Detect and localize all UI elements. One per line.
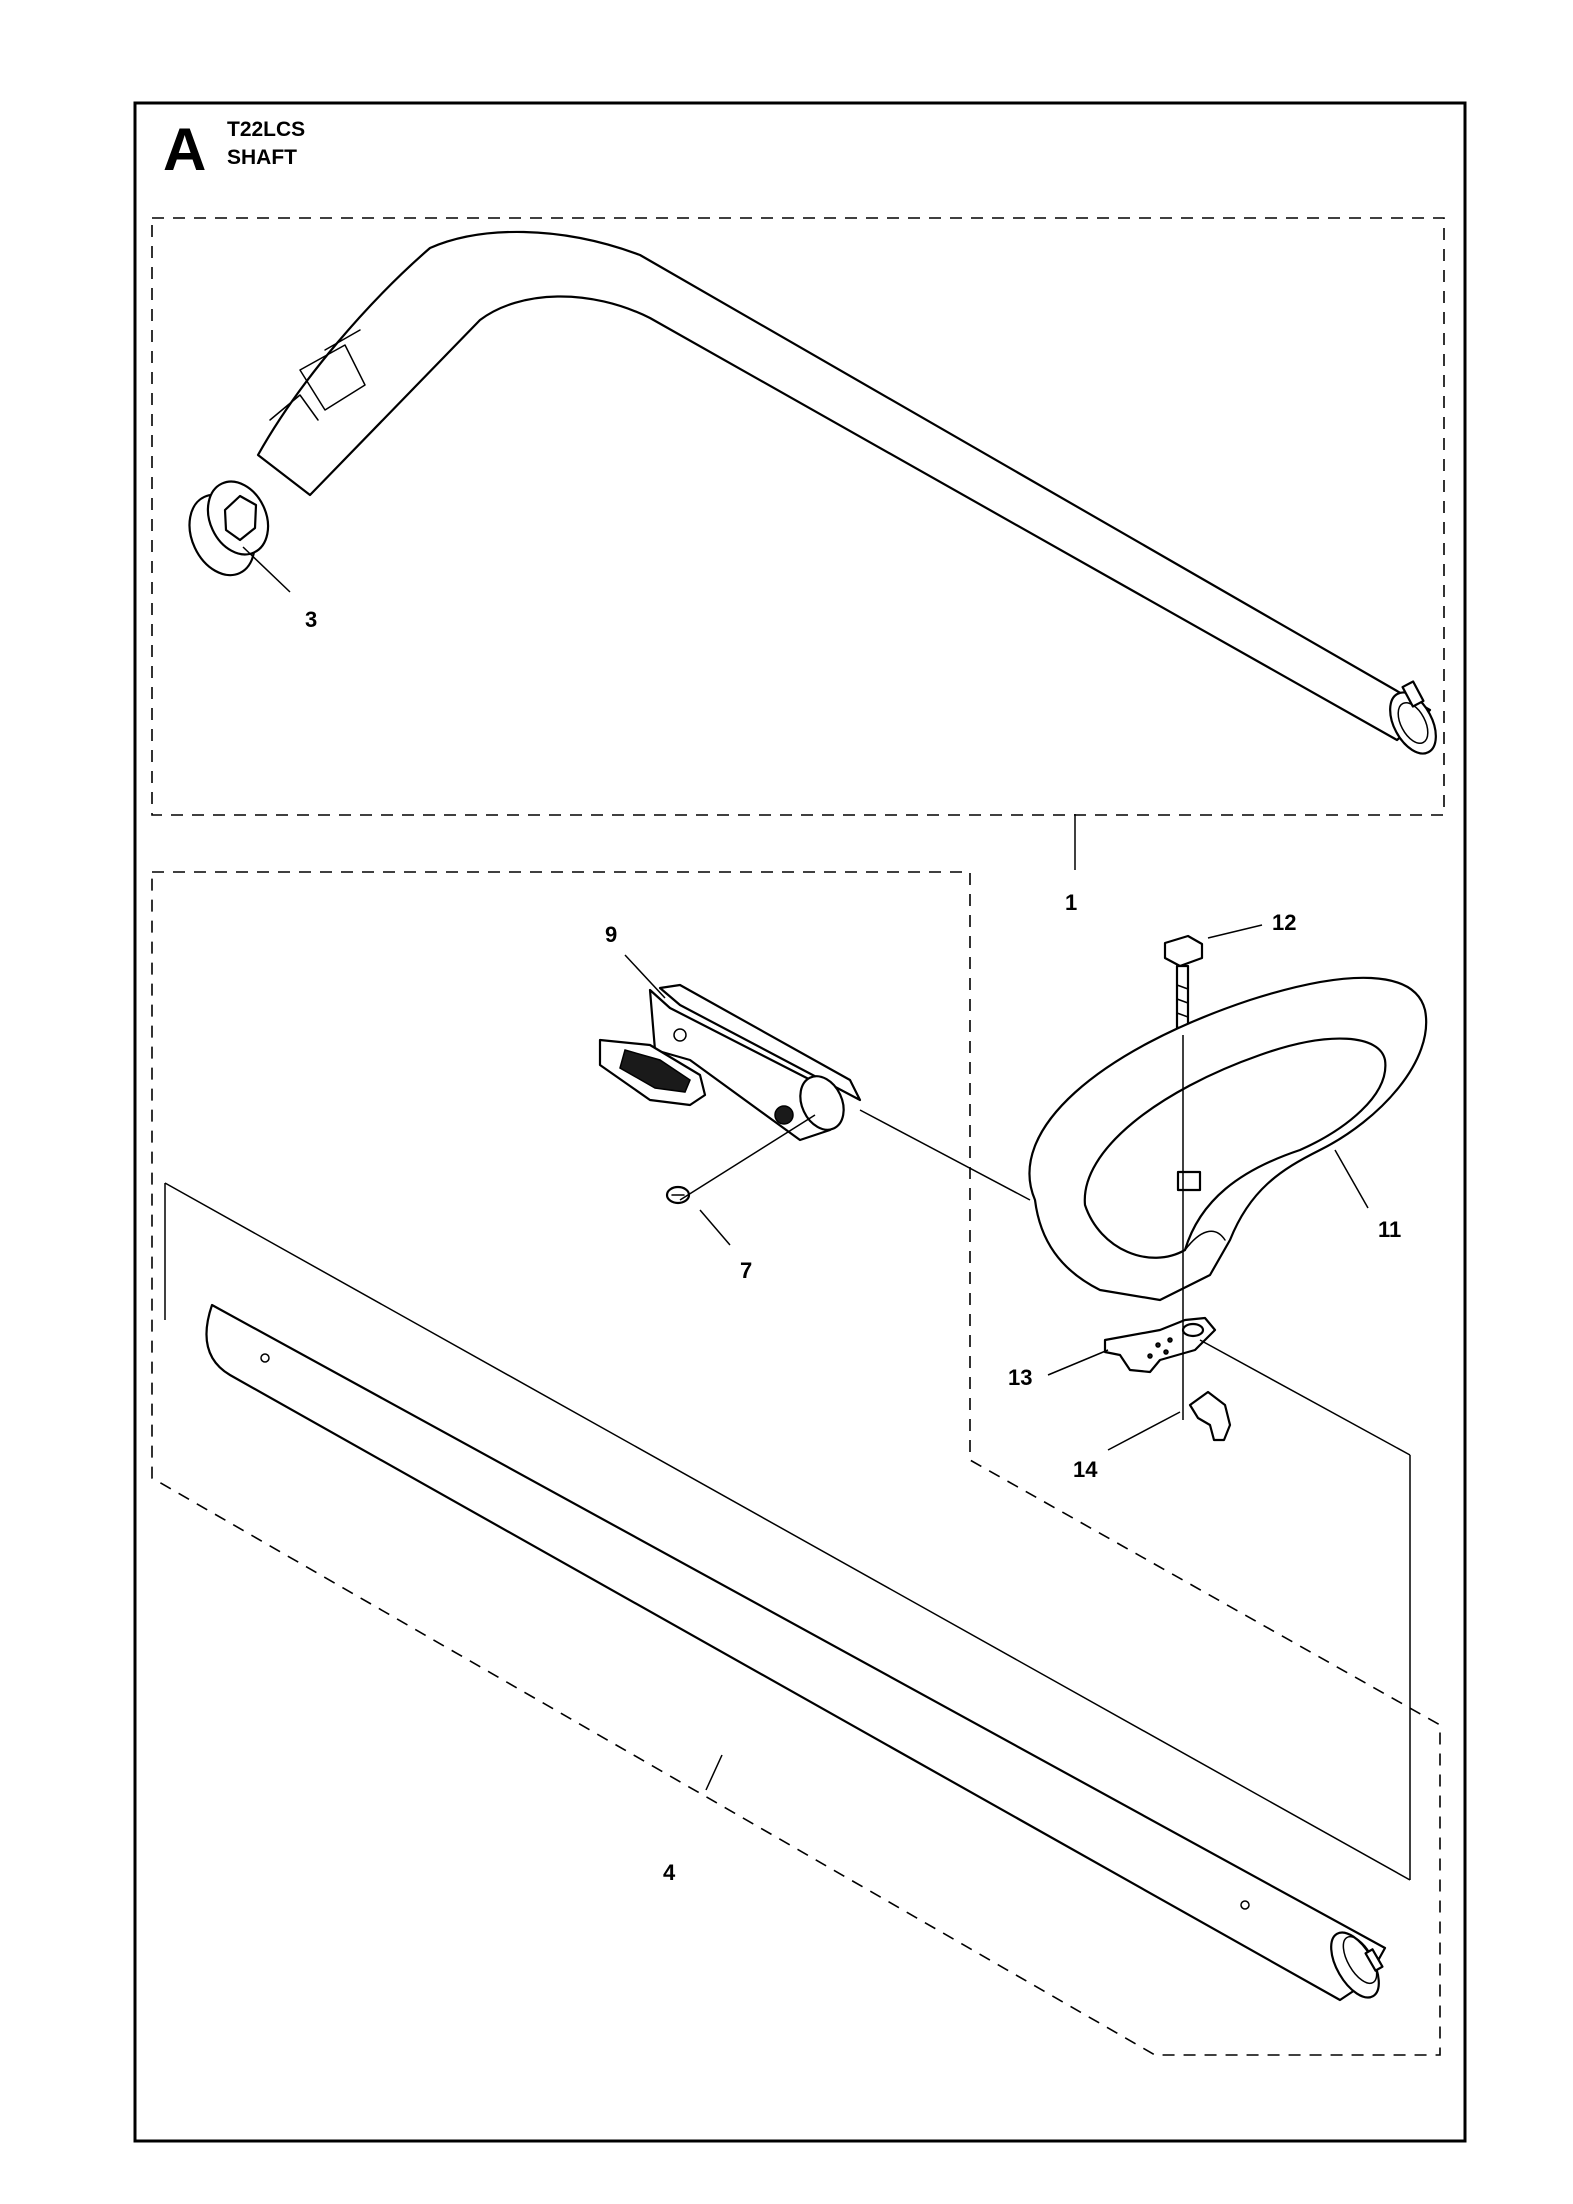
callout-9: 9 [605,922,617,947]
part-loop-handle [1028,976,1428,1302]
model-name: T22LCS [227,118,305,141]
part-lower-shaft [205,1303,1387,2002]
lower-shaft-group-box [151,871,1441,2056]
assembly-guides [164,1035,1411,1881]
section-title: SHAFT [227,146,297,169]
page-border [133,101,1467,2143]
part-bracket [1103,1316,1217,1374]
callout-1: 1 [1065,890,1077,915]
section-letter: A [163,116,206,183]
part-wing-nut [1188,1390,1232,1442]
part-upper-shaft [256,230,1437,755]
leader-lines [242,546,1369,1791]
callout-4: 4 [663,1860,676,1885]
part-collar-nut [188,480,270,577]
callout-11: 11 [1378,1217,1401,1242]
part-clamp-housing [648,983,862,1142]
callout-12: 12 [1272,910,1296,935]
upper-shaft-group-box [151,217,1445,816]
callout-3: 3 [305,607,317,632]
part-screw [665,1185,691,1205]
page-header: A T22LCS SHAFT [163,116,305,183]
callout-13: 13 [1008,1365,1032,1390]
part-knob [598,1038,707,1107]
callout-14: 14 [1073,1457,1098,1482]
callout-7: 7 [740,1258,752,1283]
